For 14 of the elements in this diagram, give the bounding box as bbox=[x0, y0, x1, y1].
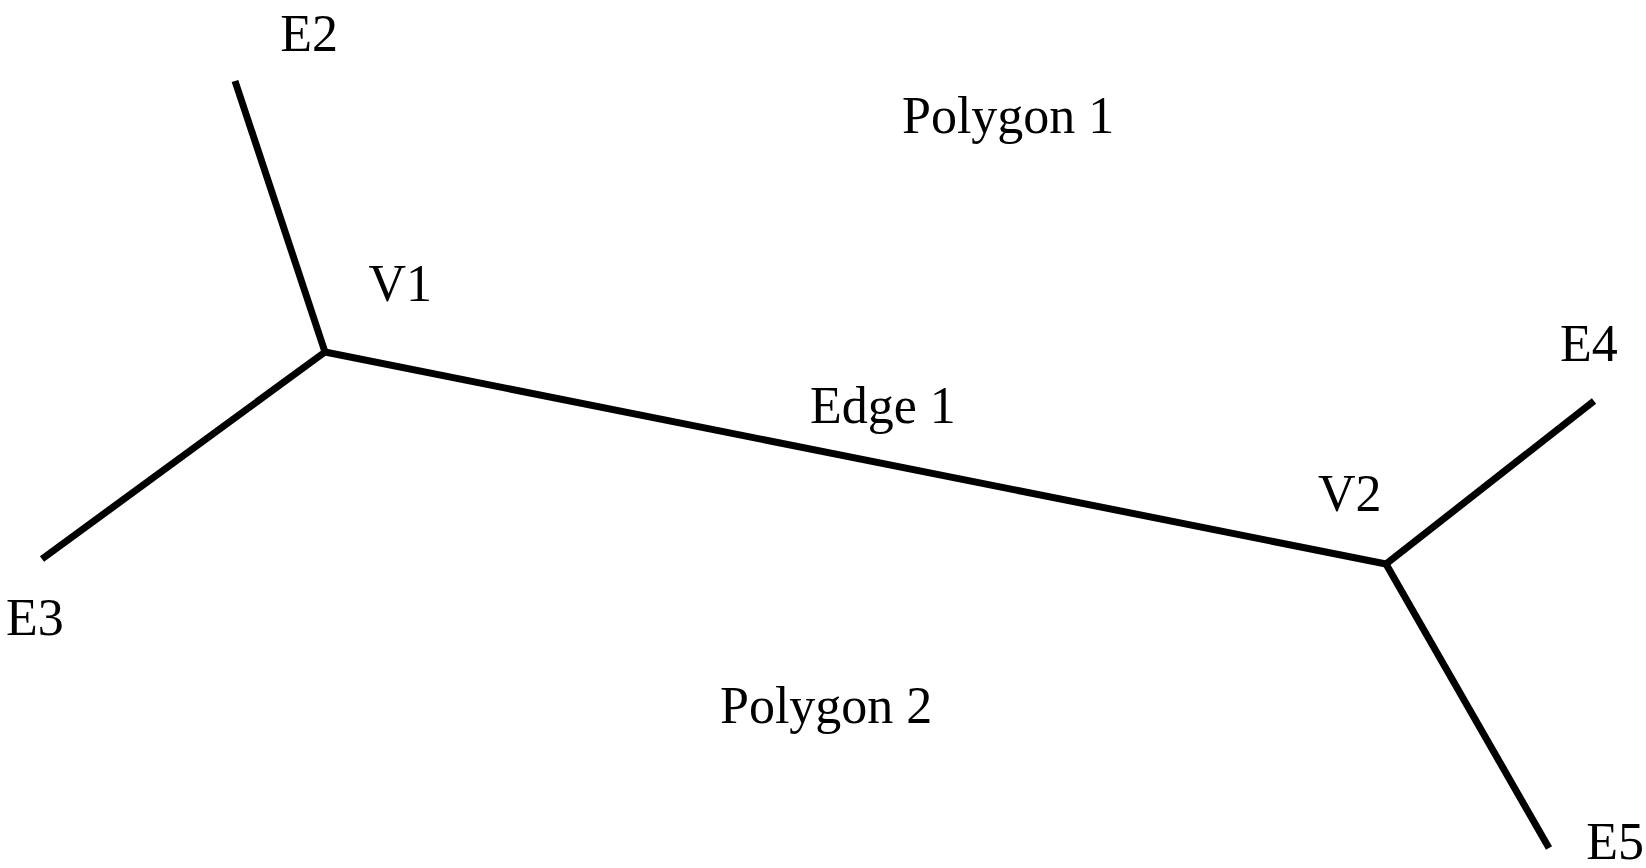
edge-label: Edge 1 bbox=[810, 380, 956, 432]
region-label: Polygon 2 bbox=[720, 680, 933, 732]
vertex-label: E3 bbox=[6, 592, 64, 644]
vertex-label: V2 bbox=[1318, 468, 1382, 520]
edge-line bbox=[1383, 398, 1597, 567]
vertex-label: E5 bbox=[1586, 816, 1644, 868]
edge-line bbox=[1382, 562, 1553, 850]
vertex-label: E4 bbox=[1560, 318, 1618, 370]
region-label: Polygon 1 bbox=[902, 90, 1115, 142]
edge-line bbox=[39, 349, 328, 562]
edge-line bbox=[324, 348, 1387, 568]
vertex-label: E2 bbox=[280, 8, 338, 60]
edge-line bbox=[231, 79, 329, 354]
vertex-label: V1 bbox=[368, 258, 432, 310]
